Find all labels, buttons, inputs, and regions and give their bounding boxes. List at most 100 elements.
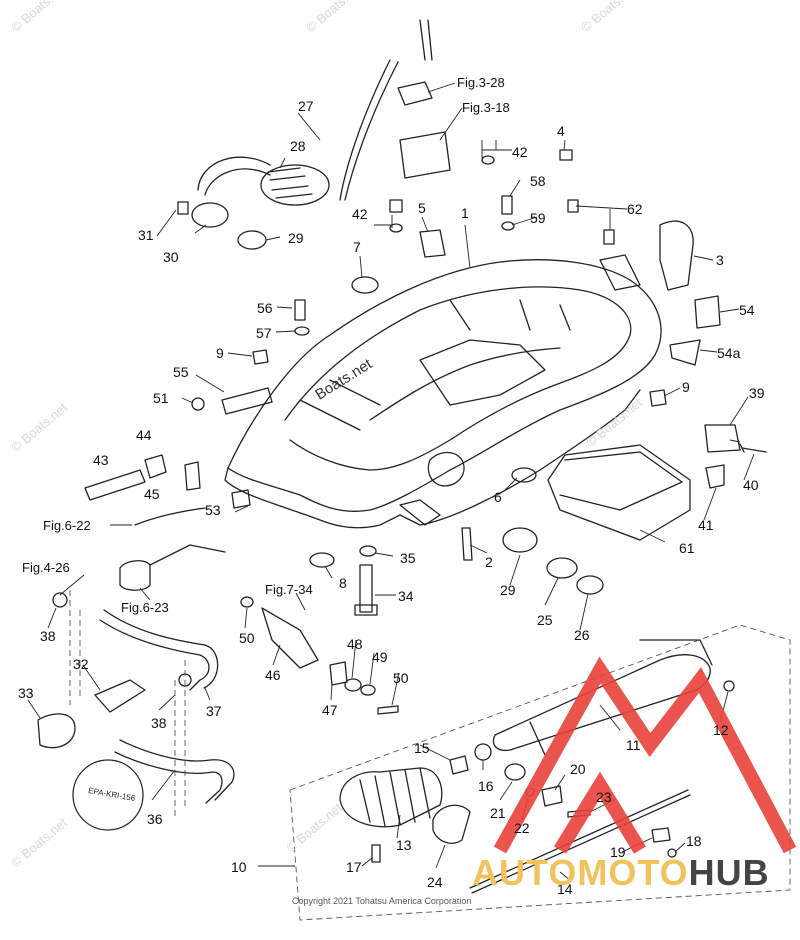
washer-50b: [240, 596, 254, 608]
part-label: 34: [398, 588, 414, 604]
part-label: 50: [393, 670, 409, 686]
part-label: 43: [93, 452, 109, 468]
collar-47: [329, 661, 348, 686]
cable-27: [339, 59, 399, 201]
fuel-hose-37: [99, 619, 210, 691]
part-label: 17: [346, 859, 362, 875]
part-label: 36: [147, 811, 163, 827]
ring-26: [576, 575, 604, 595]
bolt-4: [559, 149, 573, 161]
part-label: 9: [682, 379, 690, 395]
label-54: [694, 295, 721, 329]
figure-ref[interactable]: Fig.4-26: [22, 560, 70, 575]
screw-17: [371, 844, 381, 863]
part-label: 62: [627, 201, 643, 217]
grommet-8: [309, 552, 335, 568]
part-label: 57: [256, 325, 272, 341]
part-label: 3: [716, 252, 724, 268]
part-18: [667, 848, 677, 858]
part-19: [651, 827, 671, 843]
grommet-7: [351, 276, 379, 294]
throttle-shaft: [469, 789, 691, 894]
connector-32: [94, 679, 146, 713]
part-label: 39: [749, 385, 765, 401]
part-label: 9: [216, 345, 224, 361]
rod-6-22: [134, 507, 206, 526]
switch-39: [704, 424, 741, 453]
dashed-assembly-frame: [69, 590, 791, 921]
figure-ref[interactable]: Fig.3-18: [462, 100, 510, 115]
epa-tag-circle: [72, 759, 144, 831]
bolt-62b: [603, 229, 615, 245]
cowl-rear-mount: [599, 254, 641, 291]
tray-61: [547, 444, 691, 541]
part-label: 45: [144, 486, 160, 502]
bolt-56: [294, 299, 306, 321]
part-label: 7: [353, 239, 361, 255]
part-label: 10: [231, 859, 247, 875]
part-label: 28: [290, 138, 306, 154]
part-45: [184, 461, 201, 491]
part-label: 49: [372, 649, 388, 665]
figure-ref[interactable]: Fig.6-23: [121, 600, 169, 615]
fig3-28-part: [397, 81, 433, 106]
cowl-side-skirt: [399, 389, 641, 526]
washer-25: [546, 557, 578, 579]
part-label: 29: [288, 230, 304, 246]
part-label: 55: [173, 364, 189, 380]
part-label: 23: [596, 789, 612, 805]
part-label: 16: [478, 778, 494, 794]
cowl-drain-boss: [427, 451, 465, 487]
part-label: 48: [347, 636, 363, 652]
part-label: 32: [73, 656, 89, 672]
part-label: 44: [136, 427, 152, 443]
bolt-49: [377, 705, 399, 715]
washer-42a: [481, 155, 495, 165]
figure-ref[interactable]: Fig.6-22: [43, 518, 91, 533]
automotohub-logo-icon: [493, 656, 797, 854]
primer-33: [37, 713, 76, 749]
part-28: [260, 164, 330, 206]
part-label: 14: [557, 881, 573, 897]
plate-53: [231, 489, 251, 509]
part-label: 42: [512, 144, 528, 160]
part-label: 30: [163, 249, 179, 265]
part-6-23: [119, 560, 151, 591]
fig3-18-part: [399, 131, 451, 179]
bolt-62a: [567, 199, 579, 213]
part-label: 58: [530, 173, 546, 189]
logo-text-part1: AUTOMOTO: [472, 852, 689, 893]
washer-57: [294, 326, 310, 336]
part-label: 56: [257, 300, 273, 316]
automotohub-logo: AUTOMOTOHUB: [472, 852, 770, 894]
part-label: 15: [414, 740, 430, 756]
part-label: 12: [713, 722, 729, 738]
cowl-floor: [419, 339, 546, 406]
figure-ref[interactable]: Fig.7-34: [265, 582, 313, 597]
part-label: 20: [570, 761, 586, 777]
part-label: 2: [485, 554, 493, 570]
part-label: 50: [239, 630, 255, 646]
washer-42b: [389, 223, 403, 233]
part-12: [723, 680, 735, 692]
seal-29-lower: [502, 527, 538, 553]
part-label: 37: [206, 703, 222, 719]
part-label: 4: [557, 123, 565, 139]
plug-9a: [252, 349, 269, 365]
copyright-text: Copyright 2021 Tohatsu America Corporati…: [292, 896, 472, 906]
part-label: 29: [500, 582, 516, 598]
part-label: 27: [298, 98, 314, 114]
bolt-58: [501, 195, 513, 215]
part-15: [449, 755, 469, 775]
part-label: 33: [18, 685, 34, 701]
part-16: [474, 743, 492, 761]
part-label: 35: [400, 550, 416, 566]
bolt-34: [354, 564, 378, 616]
cowl-front-bracket: [399, 499, 441, 526]
bushing-44: [144, 454, 167, 479]
figure-ref[interactable]: Fig.3-28: [457, 75, 505, 90]
clip-38a: [52, 592, 68, 608]
lever-46: [261, 607, 319, 669]
part-label: 53: [205, 502, 221, 518]
